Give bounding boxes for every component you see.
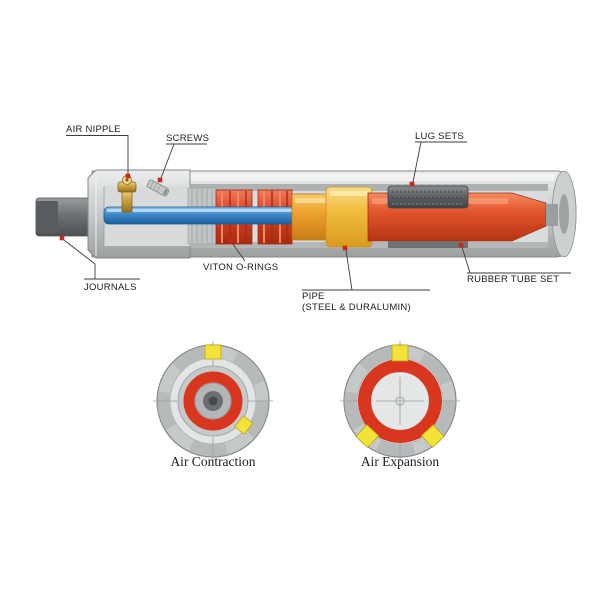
contraction-lug-top [204, 344, 222, 360]
label-air-nipple: AIR NIPPLE [66, 124, 121, 135]
lug-set-top [387, 185, 469, 209]
callout-labels: AIR NIPPLE SCREWS LUG SETS VITON O-RINGS… [66, 124, 559, 313]
label-viton-o-rings: VITON O-RINGS [203, 262, 278, 273]
marker-pipe [342, 245, 348, 251]
marker-air-nipple [125, 173, 131, 179]
expansion-rubber-ring [358, 359, 442, 443]
expansion-caption: Air Expansion [361, 454, 440, 469]
expansion-lug-lower-left [355, 424, 380, 448]
leader-journals [63, 239, 140, 280]
label-pipe: PIPE [302, 291, 325, 302]
label-pipe-material: (STEEL & DURALUMIN) [302, 302, 411, 313]
journal-tip [36, 201, 58, 233]
expansion-lug-top [391, 344, 409, 362]
end-cap-bore [559, 194, 569, 234]
label-screws: SCREWS [166, 133, 209, 144]
marker-lug-sets [409, 181, 415, 187]
expansion-lug-lower-right [420, 424, 445, 448]
leader-rubber-tube-set [461, 246, 571, 274]
leader-pipe [302, 249, 430, 291]
marker-screws [157, 177, 163, 183]
label-rubber-tube-set: RUBBER TUBE SET [467, 274, 559, 285]
contraction-center-hole [208, 396, 218, 406]
air-contraction-diagram [153, 341, 273, 461]
lug-set-bottom [388, 241, 468, 248]
yellow-collar [325, 186, 373, 248]
marker-rubber-tube-set [458, 242, 464, 248]
marker-journals [59, 235, 65, 241]
leader-viton-o-rings [231, 242, 246, 262]
contraction-caption: Air Contraction [170, 454, 255, 469]
leader-lug-sets [412, 141, 467, 183]
shell-highlight [92, 174, 554, 181]
screw [146, 179, 170, 197]
point-markers [59, 173, 464, 251]
assembly-diagram [35, 169, 577, 259]
air-expansion-diagram [340, 341, 460, 461]
leader-air-nipple [66, 135, 129, 176]
contraction-rubber-ring [183, 371, 243, 431]
expansion-center-mark [395, 396, 405, 406]
marker-viton-o-rings [228, 238, 234, 244]
label-lug-sets: LUG SETS [415, 131, 464, 142]
leader-screws [160, 143, 207, 179]
contraction-lug-lower-right [234, 415, 254, 435]
leader-lines [63, 135, 571, 291]
label-journals: JOURNALS [84, 282, 137, 293]
steel-pipe [103, 206, 321, 225]
